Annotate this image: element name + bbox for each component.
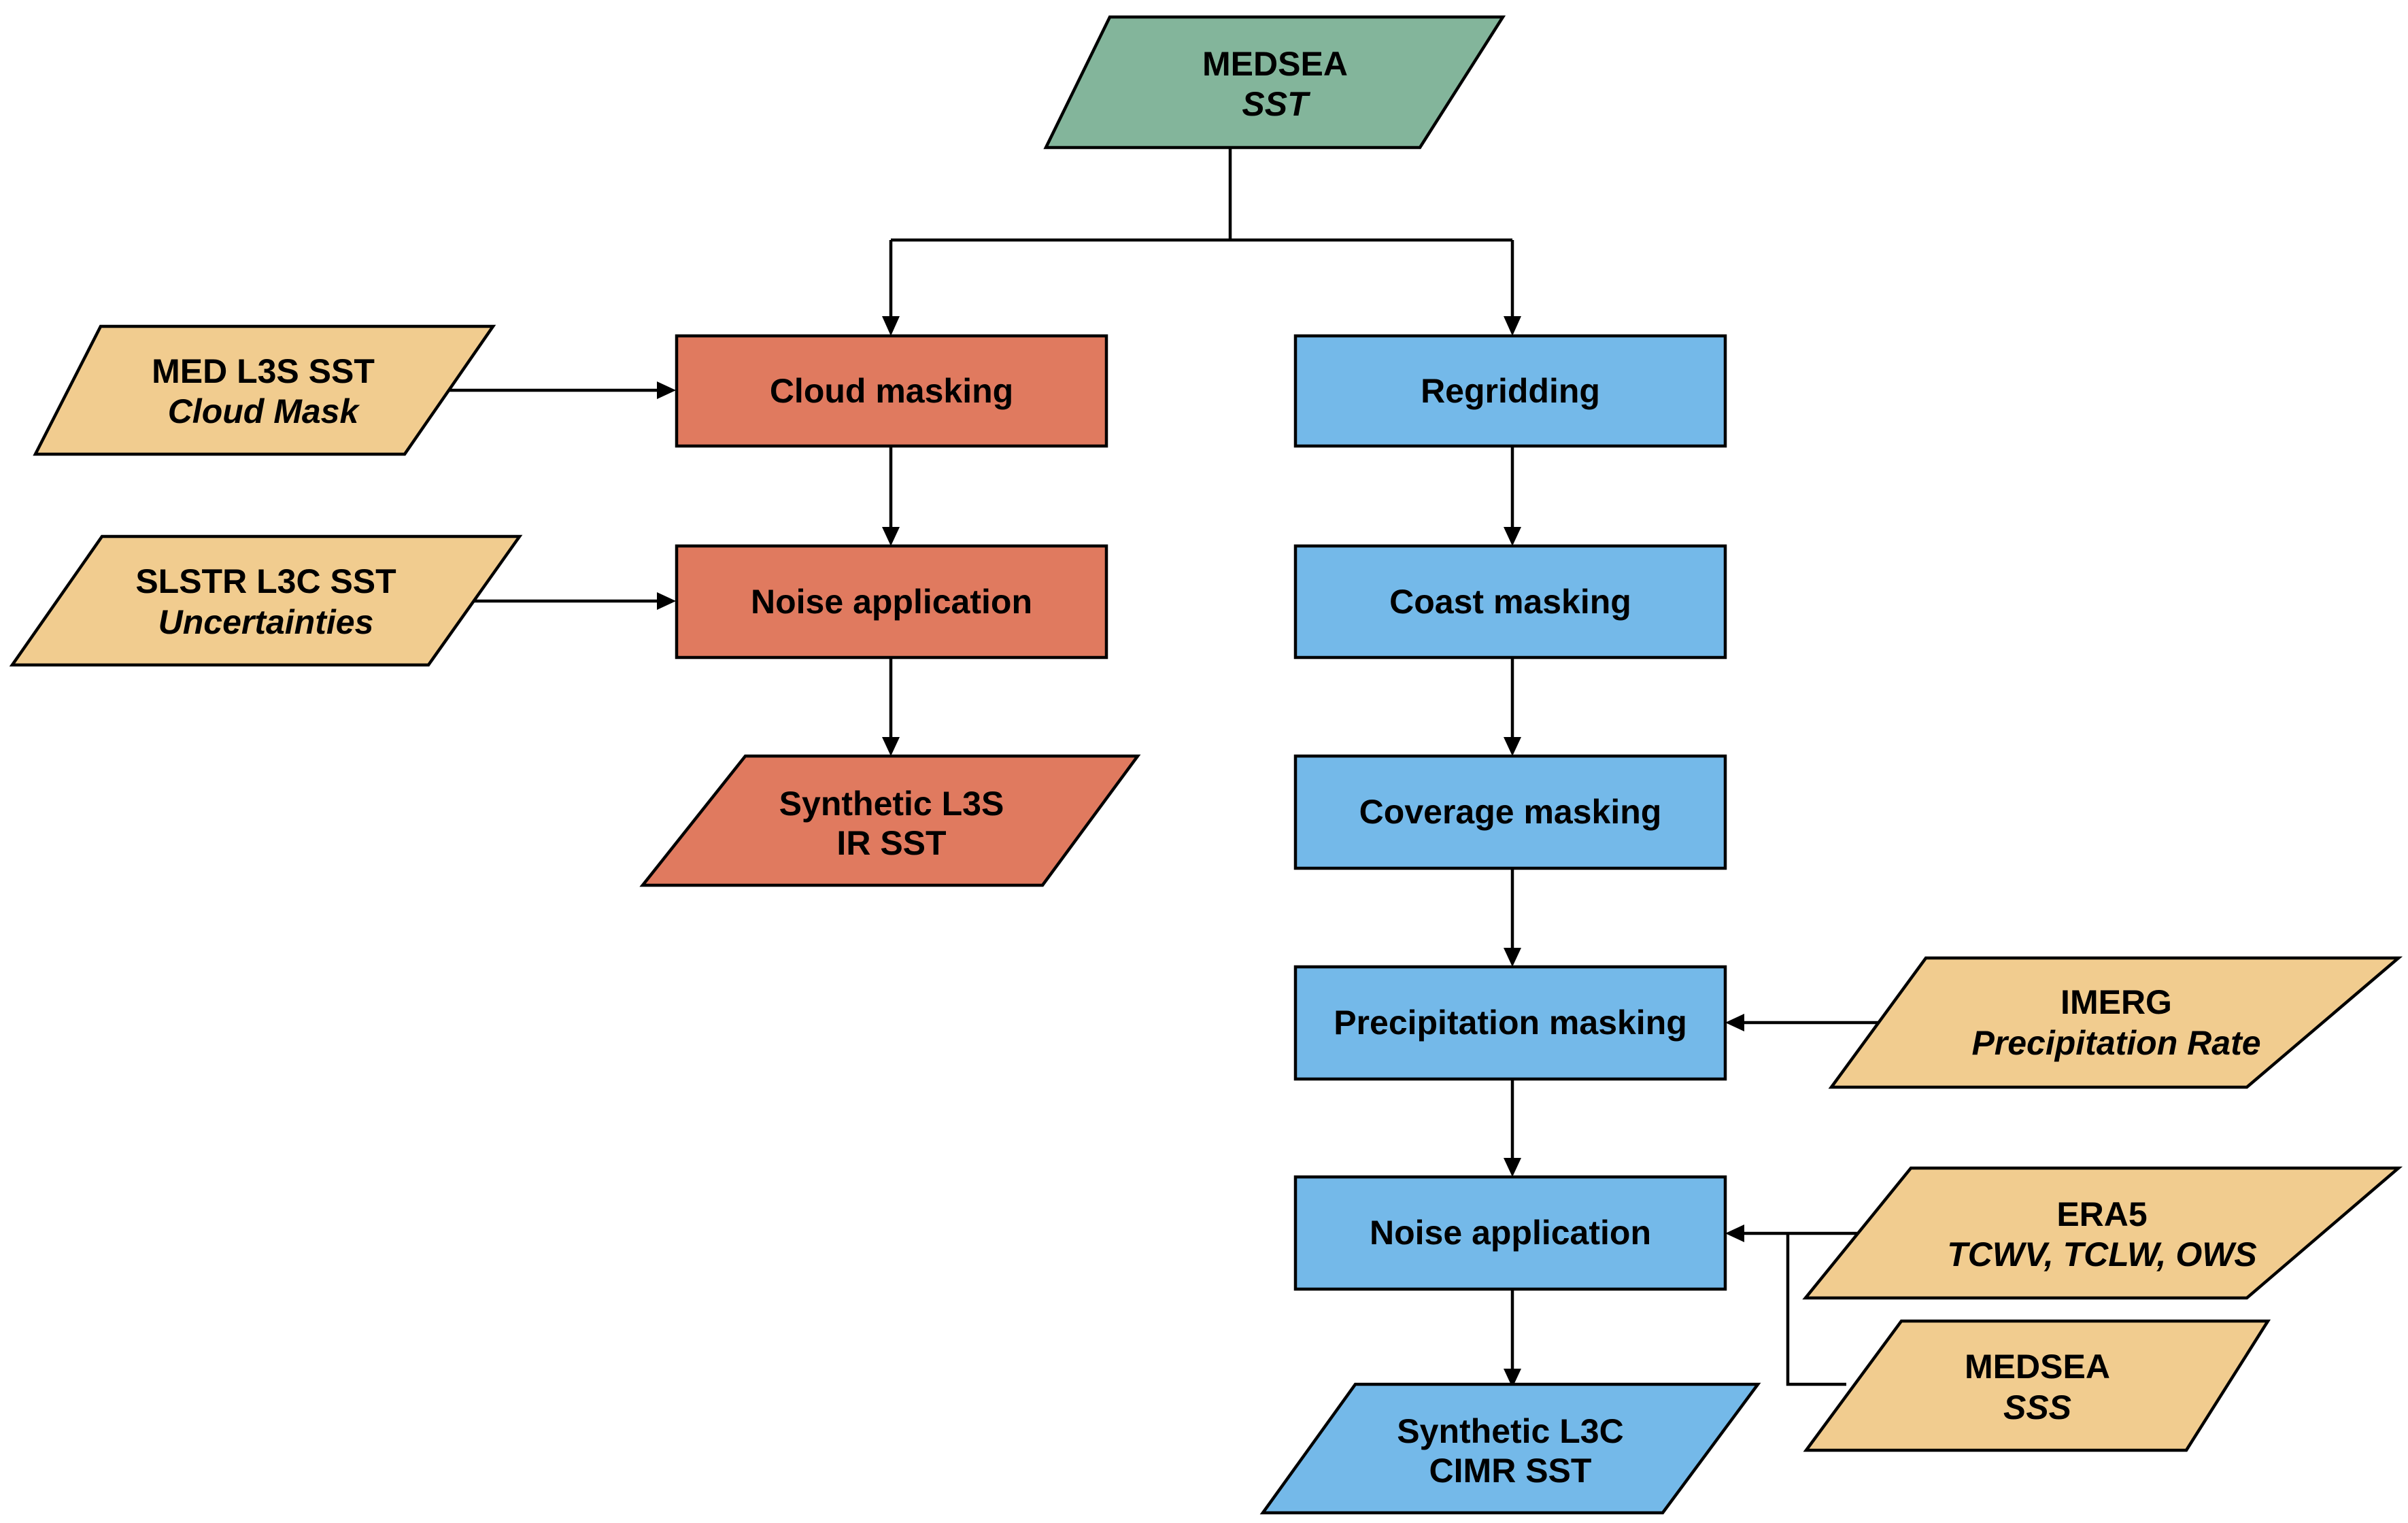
input-variable: TCWV, TCLW, OWS [1947,1235,2257,1273]
cloud-masking-step: Cloud masking [675,334,1108,448]
step-box [1293,965,1727,1081]
input-parallelogram [1803,1319,2271,1452]
med-l3s-sst-input: MED L3S SST Cloud Mask [33,324,496,456]
source-variable: SST [1242,85,1311,123]
output-parallelogram [639,754,1141,887]
input-title: SLSTR L3C SST [135,562,396,600]
precipitation-masking-step: Precipitation masking [1293,965,1727,1081]
arrowhead [657,592,676,610]
input-title: MED L3S SST [152,352,375,390]
step-label: Precipitation masking [1334,1004,1687,1042]
connectors [449,148,1880,1388]
medsea-sst-source: MEDSEA SST [1043,15,1506,150]
synthetic-l3c-cimr-sst-output: Synthetic L3C CIMR SST [1259,1382,1761,1515]
input-variable: Cloud Mask [168,392,360,430]
step-box [1293,544,1727,660]
arrowhead [1725,1225,1744,1242]
output-title: Synthetic L3S [779,785,1004,823]
step-box [675,544,1108,660]
step-box [1293,1175,1727,1291]
input-parallelogram [9,534,523,667]
input-parallelogram [33,324,496,456]
slstr-l3c-sst-input: SLSTR L3C SST Uncertainties [9,534,523,667]
output-title: Synthetic L3C [1397,1412,1623,1450]
connector-sss-input [1786,1233,1846,1386]
step-label: Coast masking [1389,583,1631,621]
arrowhead [1725,1014,1744,1031]
arrowhead [1504,316,1521,336]
arrowhead [1504,737,1521,756]
output-parallelogram [1259,1382,1761,1515]
noise-application-cimr-step: Noise application [1293,1175,1727,1291]
step-label: Coverage masking [1359,793,1662,831]
source-parallelogram [1043,15,1506,150]
arrowhead [1504,1158,1521,1177]
input-variable: SSS [2003,1388,2071,1426]
synthetic-l3s-ir-sst-output: Synthetic L3S IR SST [639,754,1141,887]
noise-application-ir-step: Noise application [675,544,1108,660]
step-box [1293,334,1727,448]
output-variable: IR SST [836,824,946,862]
input-title: ERA5 [2056,1195,2147,1233]
arrowhead [882,527,900,546]
step-label: Cloud masking [770,372,1013,410]
step-label: Noise application [1370,1214,1651,1252]
regridding-step: Regridding [1293,334,1727,448]
input-parallelogram [1828,956,2403,1089]
arrowhead [882,316,900,336]
output-variable: CIMR SST [1429,1452,1592,1490]
input-variable: Uncertainties [158,603,374,641]
step-box [675,334,1108,448]
input-parallelogram [1802,1166,2403,1300]
arrowhead [657,381,676,399]
step-box [1293,754,1727,870]
arrowhead [1504,527,1521,546]
coast-masking-step: Coast masking [1293,544,1727,660]
step-label: Regridding [1421,372,1600,410]
input-title: MEDSEA [1965,1348,2110,1386]
source-title: MEDSEA [1202,45,1348,83]
input-title: IMERG [2061,983,2172,1021]
step-label: Noise application [751,583,1032,621]
arrowhead [882,737,900,756]
arrowhead [1504,948,1521,967]
coverage-masking-step: Coverage masking [1293,754,1727,870]
imerg-input: IMERG Precipitation Rate [1828,956,2403,1089]
medsea-sss-input: MEDSEA SSS [1803,1319,2271,1452]
input-variable: Precipitation Rate [1971,1024,2260,1062]
arrowhead [1504,1369,1521,1388]
era5-input: ERA5 TCWV, TCLW, OWS [1802,1166,2403,1300]
